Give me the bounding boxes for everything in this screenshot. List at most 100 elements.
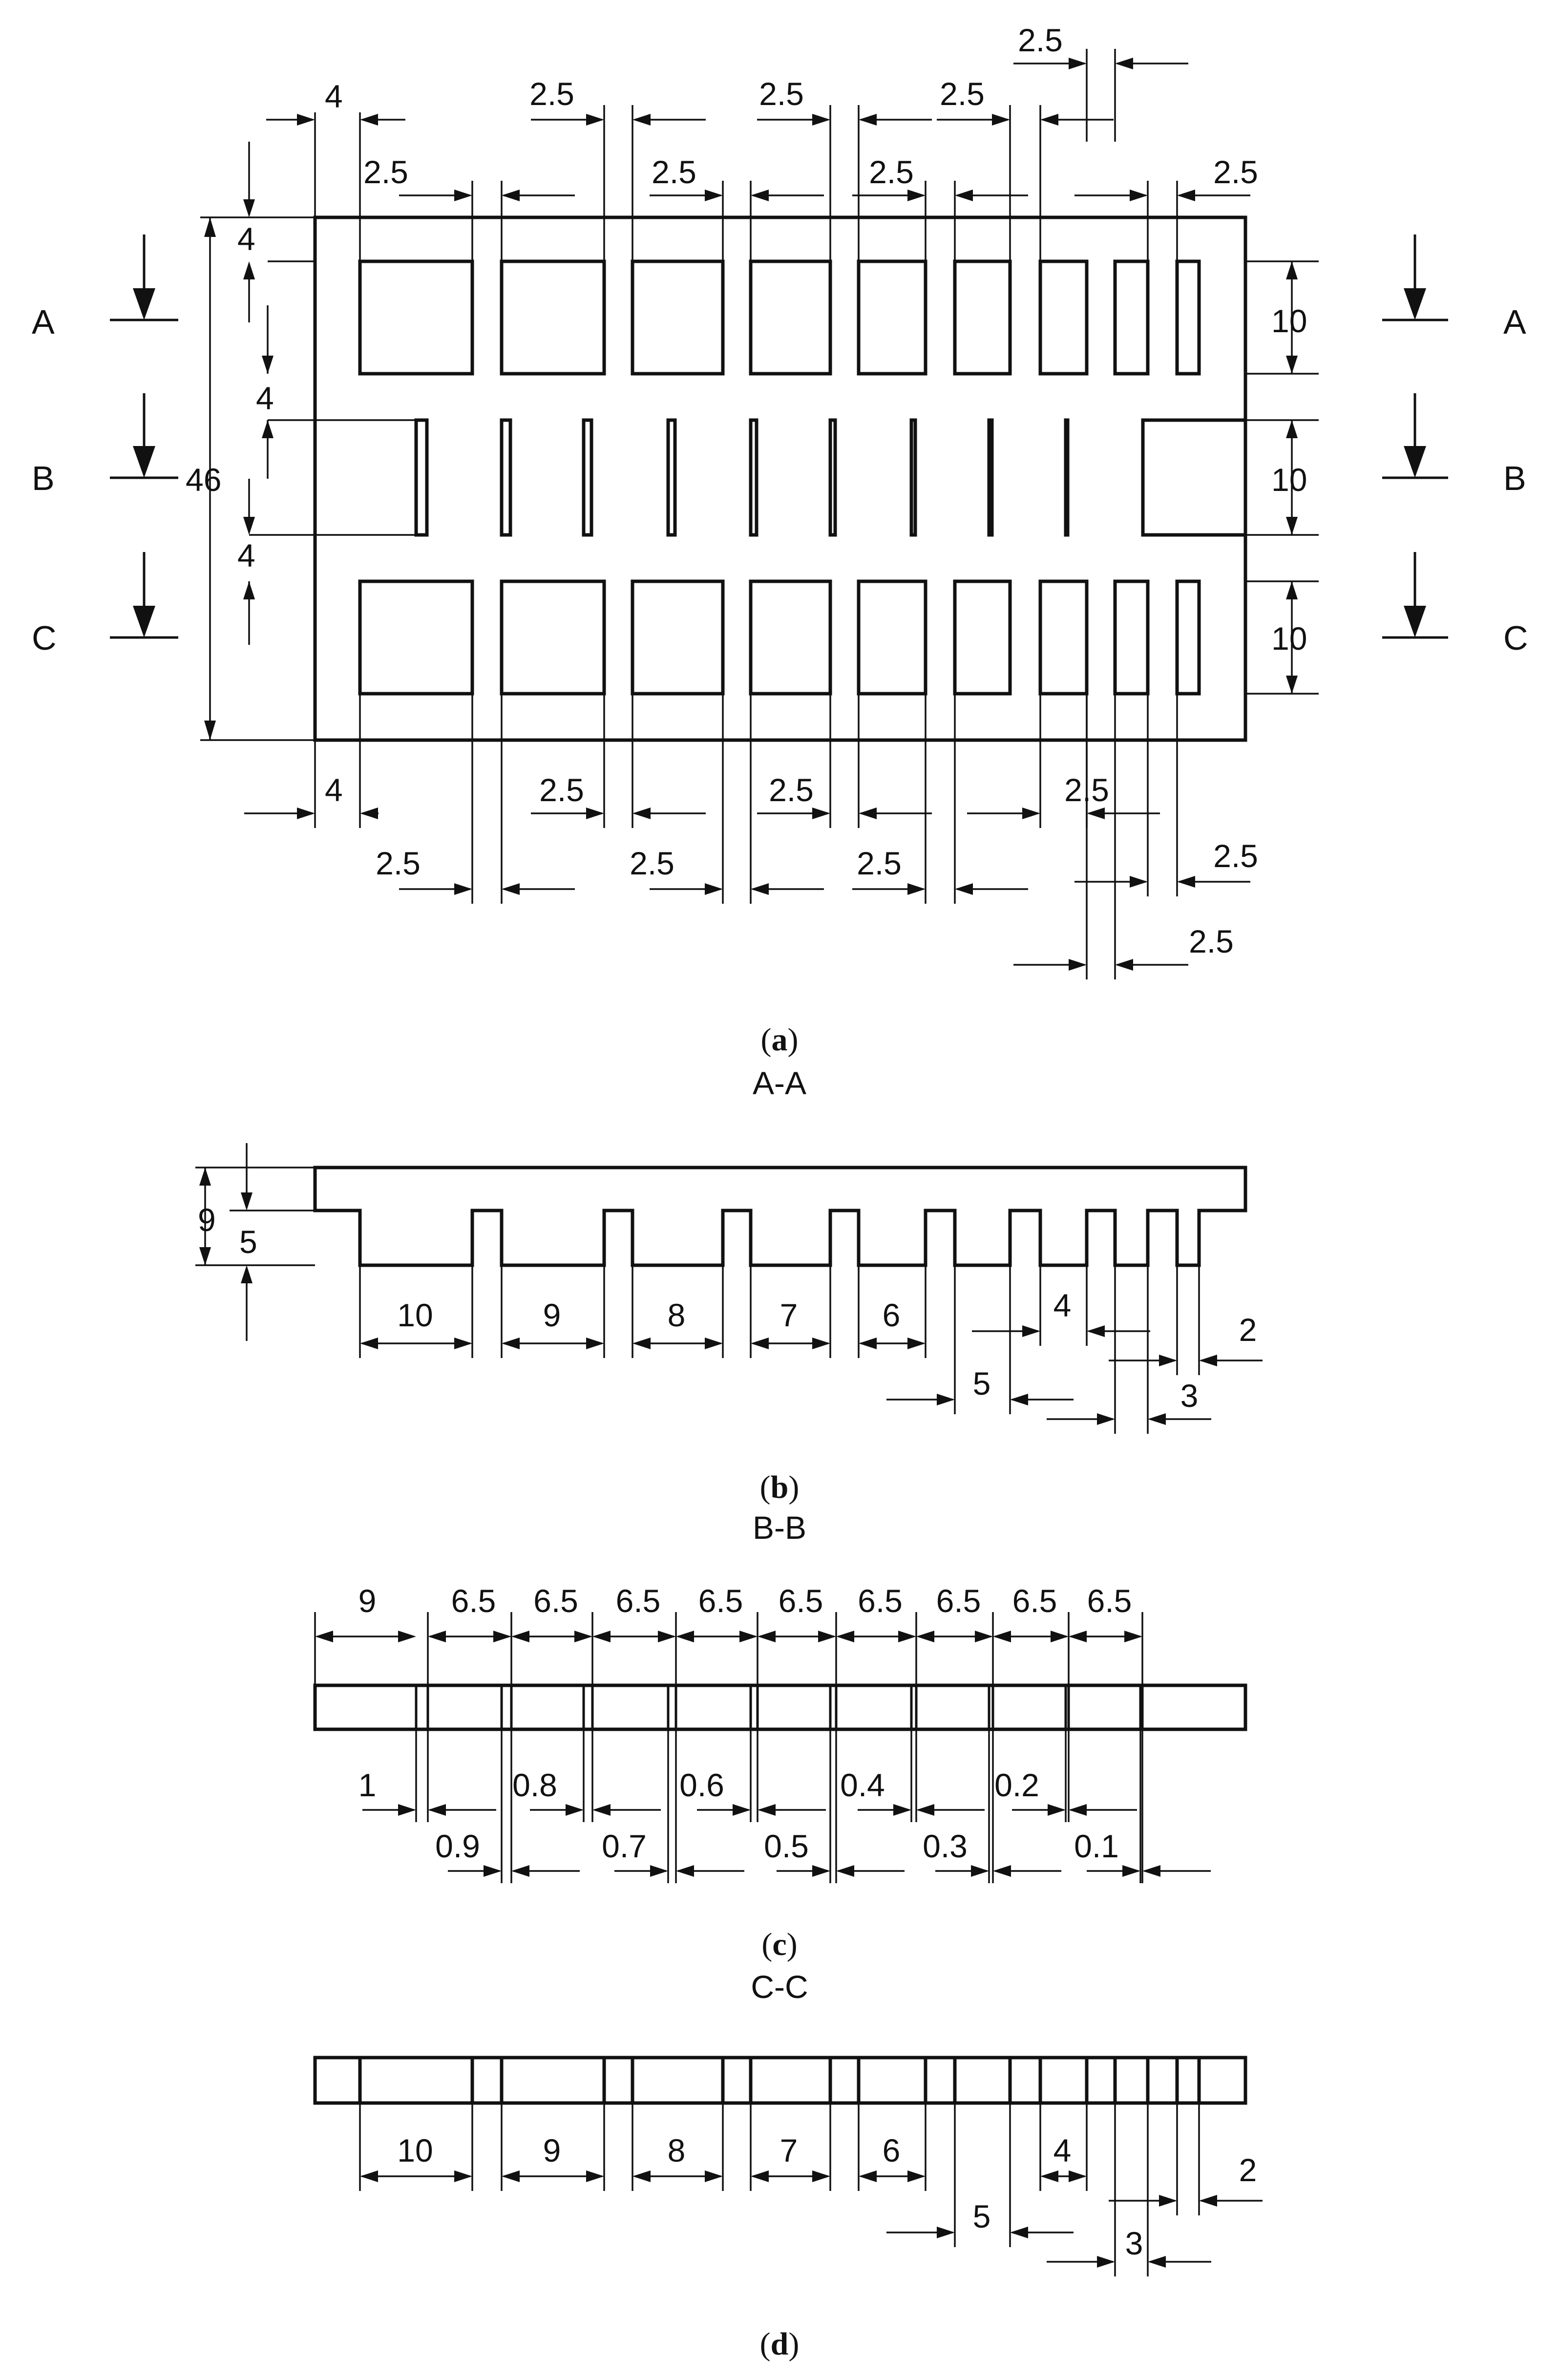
c-c-opening-2 xyxy=(500,2056,606,2105)
c-c-opening-8 xyxy=(1113,2056,1150,2105)
arrowhead xyxy=(955,883,973,895)
c-c-opening-6 xyxy=(953,2056,1012,2105)
opening-a-9 xyxy=(1175,259,1201,376)
end-opening-b xyxy=(1141,418,1247,537)
section-c-c-profile xyxy=(313,2056,1247,2105)
slit-width-label-7: 0.4 xyxy=(840,1767,885,1803)
b-b-slit-4 xyxy=(667,1684,677,1731)
arrowhead xyxy=(975,1631,993,1642)
arrowhead xyxy=(812,2170,830,2182)
slit-width-label-3: 0.8 xyxy=(512,1767,557,1803)
a-a-width-label-9: 2 xyxy=(1239,1312,1257,1348)
spacing-label-top-5: 2.5 xyxy=(869,154,914,190)
c-c-opening-9 xyxy=(1175,2056,1201,2105)
arrowhead xyxy=(1130,876,1148,888)
b-b-slit-5 xyxy=(749,1684,759,1731)
arrowhead xyxy=(574,1631,592,1642)
pitch-label-2: 6.5 xyxy=(533,1583,578,1619)
mid-gap-label-1: 4 xyxy=(256,380,274,416)
arrowhead xyxy=(1115,58,1133,69)
arrowhead xyxy=(1022,1325,1040,1337)
section-marker-c-right: C xyxy=(1503,619,1528,657)
row-height-dimensions: 10 10 10 xyxy=(1245,260,1319,695)
section-markers-left: A B C xyxy=(32,234,178,657)
arrowhead xyxy=(676,1865,694,1877)
b-b-slit-6 xyxy=(829,1684,838,1731)
row-c-openings xyxy=(358,579,1201,696)
arrowhead xyxy=(502,1338,520,1349)
opening-a-5 xyxy=(857,259,927,376)
c-c-opening-5 xyxy=(857,2056,927,2105)
arrowhead xyxy=(859,2170,877,2182)
arrowhead xyxy=(1142,1865,1160,1877)
arrowhead xyxy=(428,1631,446,1642)
section-marker-c-left: C xyxy=(32,619,57,657)
slit-b-5 xyxy=(749,418,758,537)
slit-width-label-9: 0.2 xyxy=(994,1767,1039,1803)
spacing-label-bottom-8: 2.5 xyxy=(1189,923,1234,959)
a-a-width-label-8: 3 xyxy=(1180,1378,1199,1414)
arrowhead xyxy=(1159,1355,1177,1366)
arrowhead xyxy=(1048,1804,1066,1816)
c-c-width-label-6: 5 xyxy=(973,2198,991,2234)
arrowhead xyxy=(1040,2170,1058,2182)
row-a-openings xyxy=(358,259,1201,376)
opening-a-2 xyxy=(500,259,606,376)
a-a-width-label-6: 5 xyxy=(973,1365,991,1402)
pitch-label-3: 6.5 xyxy=(616,1583,661,1619)
arrowhead xyxy=(502,2170,520,2182)
overall-height-label: 46 xyxy=(186,462,221,498)
caption-d: (d) xyxy=(760,2326,800,2362)
slit-b-1 xyxy=(414,418,429,537)
opening-a-7 xyxy=(1038,259,1089,376)
arrowhead xyxy=(1069,58,1087,69)
arrowhead xyxy=(751,1338,769,1349)
slit-width-label-4: 0.7 xyxy=(602,1828,647,1864)
section-markers-right: A B C xyxy=(1382,234,1528,657)
arrowhead xyxy=(812,808,830,819)
arrowhead xyxy=(705,190,723,201)
caption-c: (c) xyxy=(761,1927,797,1962)
arrowhead xyxy=(916,1804,934,1816)
arrowhead xyxy=(650,1865,668,1877)
opening-c-1 xyxy=(358,579,474,696)
b-b-slit-3 xyxy=(582,1684,594,1731)
pitch-label-4: 6.5 xyxy=(698,1583,743,1619)
arrowhead xyxy=(592,1804,611,1816)
c-c-width-label-1: 10 xyxy=(397,2132,433,2168)
arrowhead xyxy=(315,1631,333,1642)
arrowhead xyxy=(1087,1325,1105,1337)
arrowhead xyxy=(1069,959,1087,971)
arrowhead xyxy=(751,190,769,201)
c-c-width-label-7: 4 xyxy=(1053,2132,1072,2168)
top-gap-label: 4 xyxy=(237,221,255,257)
arrowhead xyxy=(398,1804,416,1816)
b-b-slit-8 xyxy=(988,1684,994,1731)
spacing-label-bottom-4: 2.5 xyxy=(769,772,814,808)
c-c-opening-4 xyxy=(749,2056,832,2105)
arrowhead xyxy=(1130,190,1148,201)
arrowhead xyxy=(592,1631,611,1642)
c-c-solid-8 xyxy=(1085,2056,1117,2105)
spacing-label-bottom-5: 2.5 xyxy=(857,845,902,881)
spacing-label-top-4: 2.5 xyxy=(759,76,804,112)
arrowhead xyxy=(1199,2195,1217,2207)
arrowhead xyxy=(1124,1631,1142,1642)
arrowhead xyxy=(836,1631,854,1642)
slit-b-8 xyxy=(987,418,994,537)
depth-dimensions: 9 5 xyxy=(195,1143,359,1341)
arrowhead xyxy=(859,1338,877,1349)
arrowhead xyxy=(1148,1413,1166,1425)
c-c-opening-1 xyxy=(358,2056,474,2105)
arrowhead xyxy=(1010,1394,1028,1405)
arrowhead xyxy=(586,2170,604,2182)
arrowhead xyxy=(360,1338,378,1349)
c-c-width-label-8: 3 xyxy=(1125,2225,1143,2261)
arrowhead xyxy=(907,883,926,895)
arrowhead xyxy=(898,1631,916,1642)
spacing-label-bottom-7: 2.5 xyxy=(1213,838,1258,874)
c-c-solid-5 xyxy=(828,2056,861,2105)
c-c-solid-6 xyxy=(924,2056,957,2105)
